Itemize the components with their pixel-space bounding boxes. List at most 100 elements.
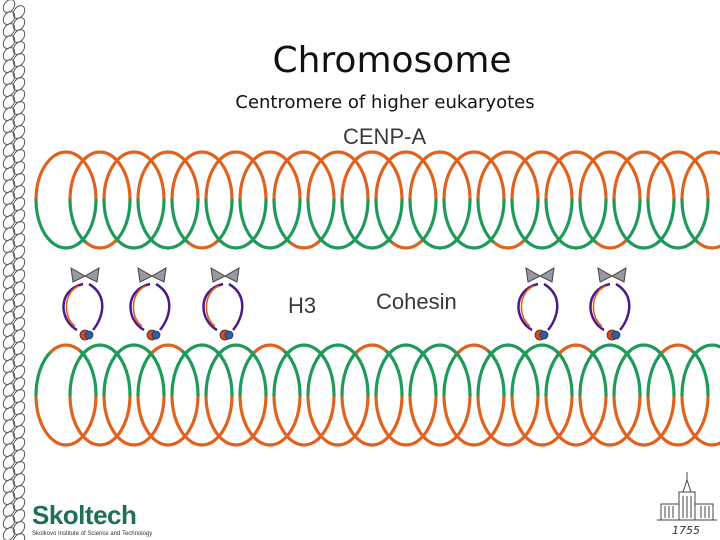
chromatin-arc bbox=[340, 350, 359, 397]
chromatin-arc bbox=[68, 150, 132, 202]
lower-chromatin-loop bbox=[544, 343, 608, 447]
chromatin-arc bbox=[408, 393, 472, 447]
chromatin-arc bbox=[151, 343, 185, 354]
chromatin-arc bbox=[419, 350, 438, 397]
upper-chromatin-loop bbox=[204, 150, 268, 250]
lower-chromatin-loop bbox=[238, 343, 302, 447]
chromatin-arc bbox=[272, 393, 336, 447]
chromatin-arc bbox=[510, 150, 574, 202]
chromatin-arc bbox=[510, 350, 529, 397]
chromatin-arc bbox=[555, 198, 574, 244]
chromatin-arc bbox=[49, 343, 83, 354]
chromatin-arc bbox=[646, 198, 665, 244]
chromatin-arc bbox=[117, 343, 151, 354]
decorative-chain-border bbox=[2, 0, 26, 540]
slide-subtitle: Centromere of higher eukaryotes bbox=[235, 92, 535, 113]
chromatin-arc bbox=[442, 198, 461, 244]
dna-loop-strand bbox=[592, 285, 607, 327]
chain-link-decoration bbox=[2, 491, 16, 505]
chromatin-arc bbox=[646, 150, 710, 202]
lower-chromatin-loop bbox=[442, 343, 506, 447]
chromatin-arc bbox=[238, 198, 257, 244]
chromatin-arc bbox=[661, 239, 695, 250]
chromatin-arc bbox=[351, 198, 370, 244]
chromatin-arc bbox=[170, 350, 189, 397]
upper-chromatin-loop bbox=[272, 150, 336, 250]
upper-chromatin-loop bbox=[476, 150, 540, 250]
chromatin-arc bbox=[34, 350, 53, 397]
chain-link-decoration bbox=[2, 503, 16, 517]
chain-link-decoration bbox=[2, 335, 16, 349]
founding-year: 1755 bbox=[672, 524, 700, 537]
chromatin-arc bbox=[544, 150, 608, 202]
chromatin-arc bbox=[136, 198, 155, 244]
chromatin-arc bbox=[215, 198, 234, 244]
chromatin-arc bbox=[457, 239, 491, 250]
lower-chromatin-loop bbox=[34, 343, 98, 447]
lower-chromatin-loop bbox=[510, 343, 574, 447]
chain-link-decoration bbox=[2, 347, 16, 361]
chain-link-decoration bbox=[2, 515, 16, 529]
cohesin-complex bbox=[62, 267, 104, 341]
nucleosome-marker bbox=[224, 330, 234, 340]
upper-chromatin-loop bbox=[340, 150, 404, 250]
chromatin-arc bbox=[555, 350, 574, 397]
chain-link-decoration bbox=[2, 239, 16, 253]
chromatin-arc bbox=[102, 198, 121, 244]
chromatin-arc bbox=[306, 198, 325, 244]
chromatin-arc bbox=[351, 350, 370, 397]
chromatin-arc bbox=[321, 343, 355, 354]
upper-chromatin-loop bbox=[102, 150, 166, 250]
slide-title: Chromosome bbox=[272, 40, 512, 81]
dna-loop bbox=[589, 282, 631, 332]
upper-chromatin-loop bbox=[510, 150, 574, 250]
dna-loop-strand bbox=[65, 285, 80, 327]
chain-link-decoration bbox=[2, 203, 16, 217]
chromatin-arc bbox=[612, 393, 676, 447]
chromatin-arc bbox=[578, 198, 597, 244]
lower-chromatin-loop bbox=[476, 343, 540, 447]
chromatin-arc bbox=[238, 393, 302, 447]
chromatin-arc bbox=[306, 393, 370, 447]
chromatin-arc bbox=[544, 198, 563, 244]
cohesin-complex bbox=[589, 267, 631, 341]
logo-subtitle: Skolkovo Institute of Science and Techno… bbox=[32, 531, 153, 537]
chromatin-arc bbox=[442, 350, 461, 397]
chromatin-arc bbox=[589, 198, 608, 244]
chain-link-decoration bbox=[2, 479, 16, 493]
lower-chromatin-loop bbox=[272, 343, 336, 447]
chromatin-arc bbox=[510, 393, 574, 447]
chromatin-arc bbox=[453, 350, 472, 397]
chromatin-arc bbox=[476, 150, 540, 202]
chain-link-decoration bbox=[2, 167, 16, 181]
chromatin-arc bbox=[423, 239, 457, 250]
chromatin-arc bbox=[287, 239, 321, 250]
chain-link-decoration bbox=[2, 359, 16, 373]
chromatin-arc bbox=[181, 198, 200, 244]
chromatin-arc bbox=[136, 393, 200, 447]
chromatin-arc bbox=[453, 198, 472, 244]
chromatin-arc bbox=[544, 350, 563, 397]
chromatin-arc bbox=[457, 343, 491, 354]
lower-chromatin-loop bbox=[68, 343, 132, 447]
dna-loop-strand bbox=[205, 285, 220, 327]
chromatin-arc bbox=[423, 343, 457, 354]
nucleosome-marker bbox=[611, 330, 621, 340]
chromatin-arc bbox=[525, 343, 559, 354]
chromatin-arc bbox=[408, 198, 427, 244]
chromatin-arc bbox=[219, 239, 253, 250]
chromatin-arc bbox=[355, 343, 389, 354]
chain-link-decoration bbox=[2, 443, 16, 457]
chromatin-arc bbox=[680, 198, 699, 244]
chromatin-arc bbox=[49, 239, 83, 250]
chromatin-arc bbox=[136, 150, 200, 202]
chromatin-arc bbox=[204, 150, 268, 202]
chromatin-arc bbox=[185, 343, 219, 354]
chain-link-decoration bbox=[2, 455, 16, 469]
chromatin-arc bbox=[204, 198, 223, 244]
chromatin-arc bbox=[612, 198, 631, 244]
cohesin-complex bbox=[202, 267, 244, 341]
chromatin-arc bbox=[695, 343, 720, 354]
chain-link-decoration bbox=[2, 227, 16, 241]
cohesin-ring bbox=[137, 267, 167, 283]
